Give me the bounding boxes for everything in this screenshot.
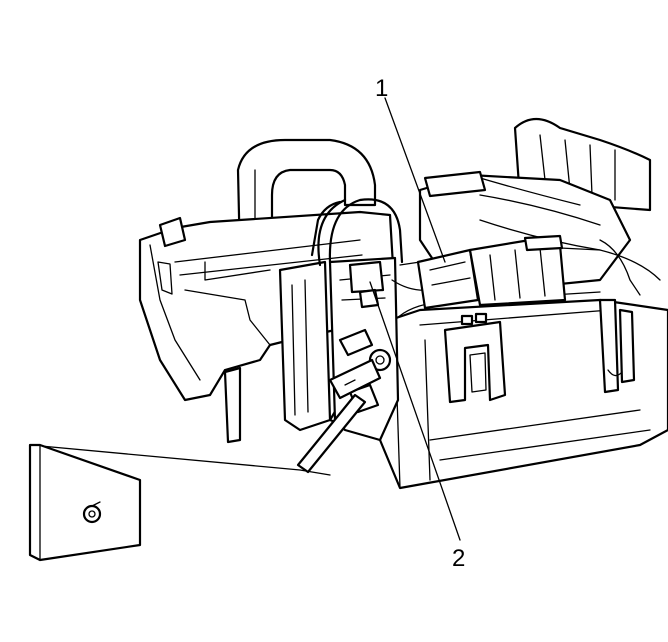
leader-line-2: [369, 281, 461, 541]
leader-line-1: [384, 97, 446, 263]
base-block: [28, 443, 331, 562]
open-case: [138, 210, 397, 444]
callout-2: 2: [452, 545, 465, 572]
actuator-bracket: [278, 256, 400, 442]
probe-rod: [296, 358, 382, 474]
callout-1: 1: [375, 75, 388, 102]
electrical-connector: [416, 234, 567, 310]
main-housing: [328, 291, 668, 490]
wire-harness: [310, 198, 661, 296]
